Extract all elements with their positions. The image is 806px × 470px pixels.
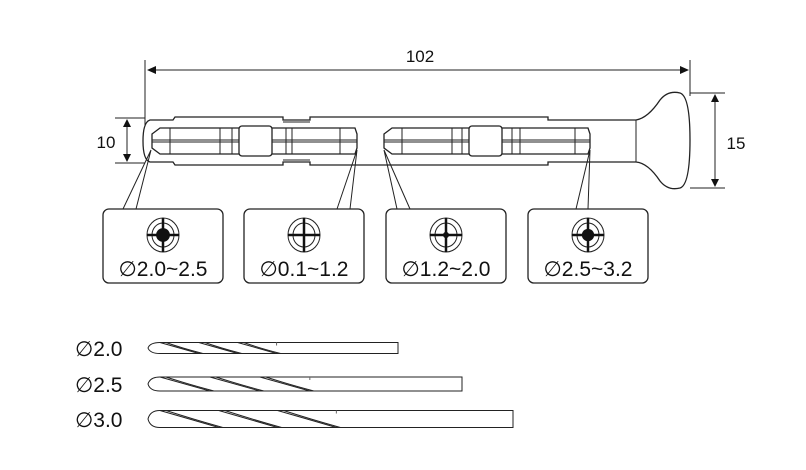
drill-bit-label: ∅2.0 <box>75 338 123 361</box>
collet-size-icon <box>287 217 321 253</box>
drill-bit: ∅2.0 <box>75 338 399 361</box>
collet-size-icon <box>571 217 605 253</box>
right-collet <box>383 125 591 157</box>
left-collet <box>151 125 358 157</box>
callout-box: ∅2.5~3.2 <box>527 208 649 284</box>
length-label: 102 <box>406 47 434 66</box>
chuck-diameter-dimension: 10 <box>97 117 145 164</box>
callout-label: ∅0.1~1.2 <box>260 258 349 281</box>
callout-label: ∅2.5~3.2 <box>544 258 633 281</box>
leader-lines <box>122 149 591 210</box>
callout-label: ∅1.2~2.0 <box>402 258 491 281</box>
drill-bit-label: ∅3.0 <box>75 409 123 432</box>
head-diameter-label: 15 <box>727 134 746 153</box>
collet-size-icon <box>146 217 180 253</box>
head-diameter-dimension: 15 <box>690 92 746 189</box>
drill-bit-label: ∅2.5 <box>75 374 123 397</box>
collet-size-icon <box>429 217 463 253</box>
drill-bit: ∅3.0 <box>75 409 514 432</box>
drill-bit: ∅2.5 <box>75 374 463 397</box>
pin-vise-body <box>142 91 691 190</box>
callout-box: ∅2.0~2.5 <box>102 208 224 284</box>
callout-box: ∅1.2~2.0 <box>385 208 507 284</box>
chuck-diameter-label: 10 <box>97 133 116 152</box>
length-dimension: 102 <box>144 47 691 128</box>
callout-label: ∅2.0~2.5 <box>119 258 208 281</box>
callout-box: ∅0.1~1.2 <box>243 208 365 284</box>
